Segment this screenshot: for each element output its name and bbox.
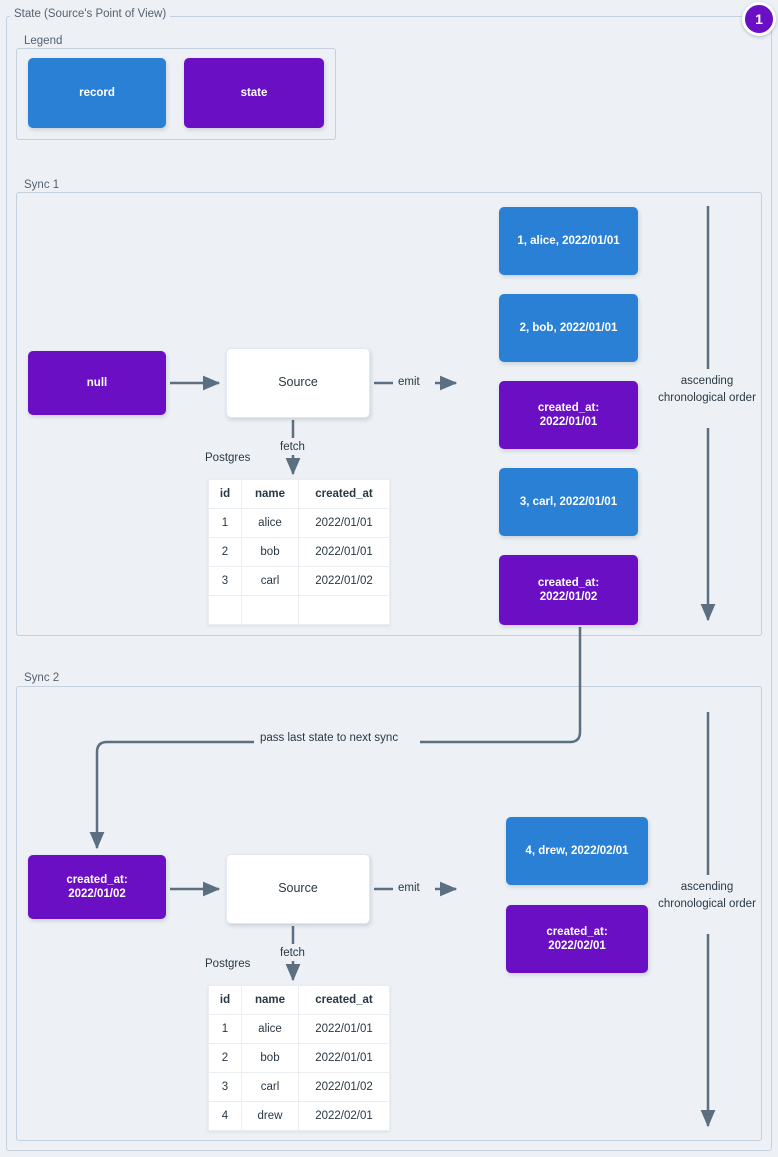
cell-id: [208, 595, 242, 625]
sync1-state-2-value: 2022/01/02: [539, 591, 598, 603]
sync2-input-state-value: 2022/01/02: [68, 888, 126, 900]
sync2-order-label: ascending chronological order: [658, 881, 756, 910]
sync2-postgres-table: id name created_at 1 alice 2022/01/01 2 …: [208, 985, 390, 1131]
sync1-input-state-node: null: [28, 351, 166, 415]
cell-name: carl: [241, 1072, 299, 1102]
legend-swatch-record: record: [28, 58, 166, 128]
sync1-fetch-label: fetch: [278, 441, 307, 453]
sync2-input-state-key: created_at:: [66, 873, 128, 886]
column-header-name: name: [241, 479, 299, 509]
step-badge-label: 1: [755, 11, 763, 27]
cell-created-at: 2022/01/01: [298, 1014, 390, 1044]
sync1-emit-label: emit: [396, 376, 422, 388]
legend-swatch-state: state: [184, 58, 324, 128]
sync2-input-state-node: created_at: 2022/01/02: [28, 855, 166, 919]
sync1-emitted-record-1: 1, alice, 2022/01/01: [499, 207, 638, 275]
cell-name: [241, 595, 299, 625]
sync1-input-state-label: null: [86, 376, 108, 389]
sync1-state-1-key: created_at:: [537, 401, 600, 414]
sync2-fetch-label: fetch: [278, 947, 307, 959]
sync2-record-1-label: 4, drew, 2022/02/01: [525, 844, 629, 857]
column-header-name: name: [241, 985, 299, 1015]
legend-record-label: record: [79, 86, 115, 99]
cell-created-at: [298, 595, 390, 625]
cell-id: 1: [208, 1014, 242, 1044]
page-title: State (Source's Point of View): [10, 7, 171, 21]
sync1-emitted-state-1: created_at: 2022/01/01: [499, 381, 638, 449]
sync1-title: Sync 1: [20, 178, 64, 192]
column-header-created-at: created_at: [298, 479, 390, 509]
table-row: 1 alice 2022/01/01: [208, 508, 390, 538]
cell-id: 2: [208, 537, 242, 567]
sync2-source-node: Source: [226, 854, 370, 924]
cell-created-at: 2022/01/01: [298, 508, 390, 538]
table-row-empty: [208, 595, 390, 625]
cell-name: alice: [241, 1014, 299, 1044]
column-header-id: id: [208, 985, 242, 1015]
cell-id: 1: [208, 508, 242, 538]
table-header-row: id name created_at: [208, 985, 390, 1015]
cell-id: 3: [208, 1072, 242, 1102]
cell-name: bob: [241, 537, 299, 567]
sync2-state-1-key: created_at:: [546, 925, 608, 938]
sync2-emitted-state-1: created_at: 2022/02/01: [506, 905, 648, 973]
table-row: 4 drew 2022/02/01: [208, 1101, 390, 1131]
sync1-record-2-label: 2, bob, 2022/01/01: [519, 321, 618, 334]
sync1-emitted-record-2: 2, bob, 2022/01/01: [499, 294, 638, 362]
sync1-record-3-label: 3, carl, 2022/01/01: [519, 495, 618, 508]
cell-name: drew: [241, 1101, 299, 1131]
table-header-row: id name created_at: [208, 479, 390, 509]
table-row: 3 carl 2022/01/02: [208, 1072, 390, 1102]
cell-created-at: 2022/01/02: [298, 1072, 390, 1102]
cell-id: 4: [208, 1101, 242, 1131]
sync1-state-2-key: created_at:: [537, 576, 600, 589]
cell-id: 3: [208, 566, 242, 596]
sync1-source-node: Source: [226, 348, 370, 418]
legend-state-label: state: [240, 86, 268, 99]
sync2-title: Sync 2: [20, 671, 64, 685]
sync1-record-1-label: 1, alice, 2022/01/01: [517, 234, 620, 247]
cell-created-at: 2022/02/01: [298, 1101, 390, 1131]
sync2-source-label: Source: [278, 881, 318, 896]
sync1-source-label: Source: [278, 375, 318, 390]
column-header-created-at: created_at: [298, 985, 390, 1015]
cell-created-at: 2022/01/02: [298, 566, 390, 596]
pass-state-edge-label: pass last state to next sync: [258, 732, 401, 744]
sync1-emitted-state-2: created_at: 2022/01/02: [499, 555, 638, 625]
step-badge[interactable]: 1: [742, 2, 776, 36]
sync1-emitted-record-3: 3, carl, 2022/01/01: [499, 468, 638, 536]
cell-created-at: 2022/01/01: [298, 1043, 390, 1073]
sync2-state-1-value: 2022/02/01: [548, 940, 606, 952]
column-header-id: id: [208, 479, 242, 509]
legend-title: Legend: [20, 34, 67, 48]
sync1-order-label: ascending chronological order: [658, 375, 756, 404]
table-row: 1 alice 2022/01/01: [208, 1014, 390, 1044]
cell-id: 2: [208, 1043, 242, 1073]
sync1-postgres-table: id name created_at 1 alice 2022/01/01 2 …: [208, 479, 390, 625]
table-row: 2 bob 2022/01/01: [208, 537, 390, 567]
table-row: 2 bob 2022/01/01: [208, 1043, 390, 1073]
cell-name: carl: [241, 566, 299, 596]
cell-name: bob: [241, 1043, 299, 1073]
sync2-emit-label: emit: [396, 882, 422, 894]
cell-created-at: 2022/01/01: [298, 537, 390, 567]
sync1-db-label: Postgres: [205, 452, 251, 464]
table-row: 3 carl 2022/01/02: [208, 566, 390, 596]
sync1-state-1-value: 2022/01/01: [539, 416, 598, 428]
sync2-db-label: Postgres: [205, 958, 251, 970]
cell-name: alice: [241, 508, 299, 538]
sync2-emitted-record-1: 4, drew, 2022/02/01: [506, 817, 648, 885]
